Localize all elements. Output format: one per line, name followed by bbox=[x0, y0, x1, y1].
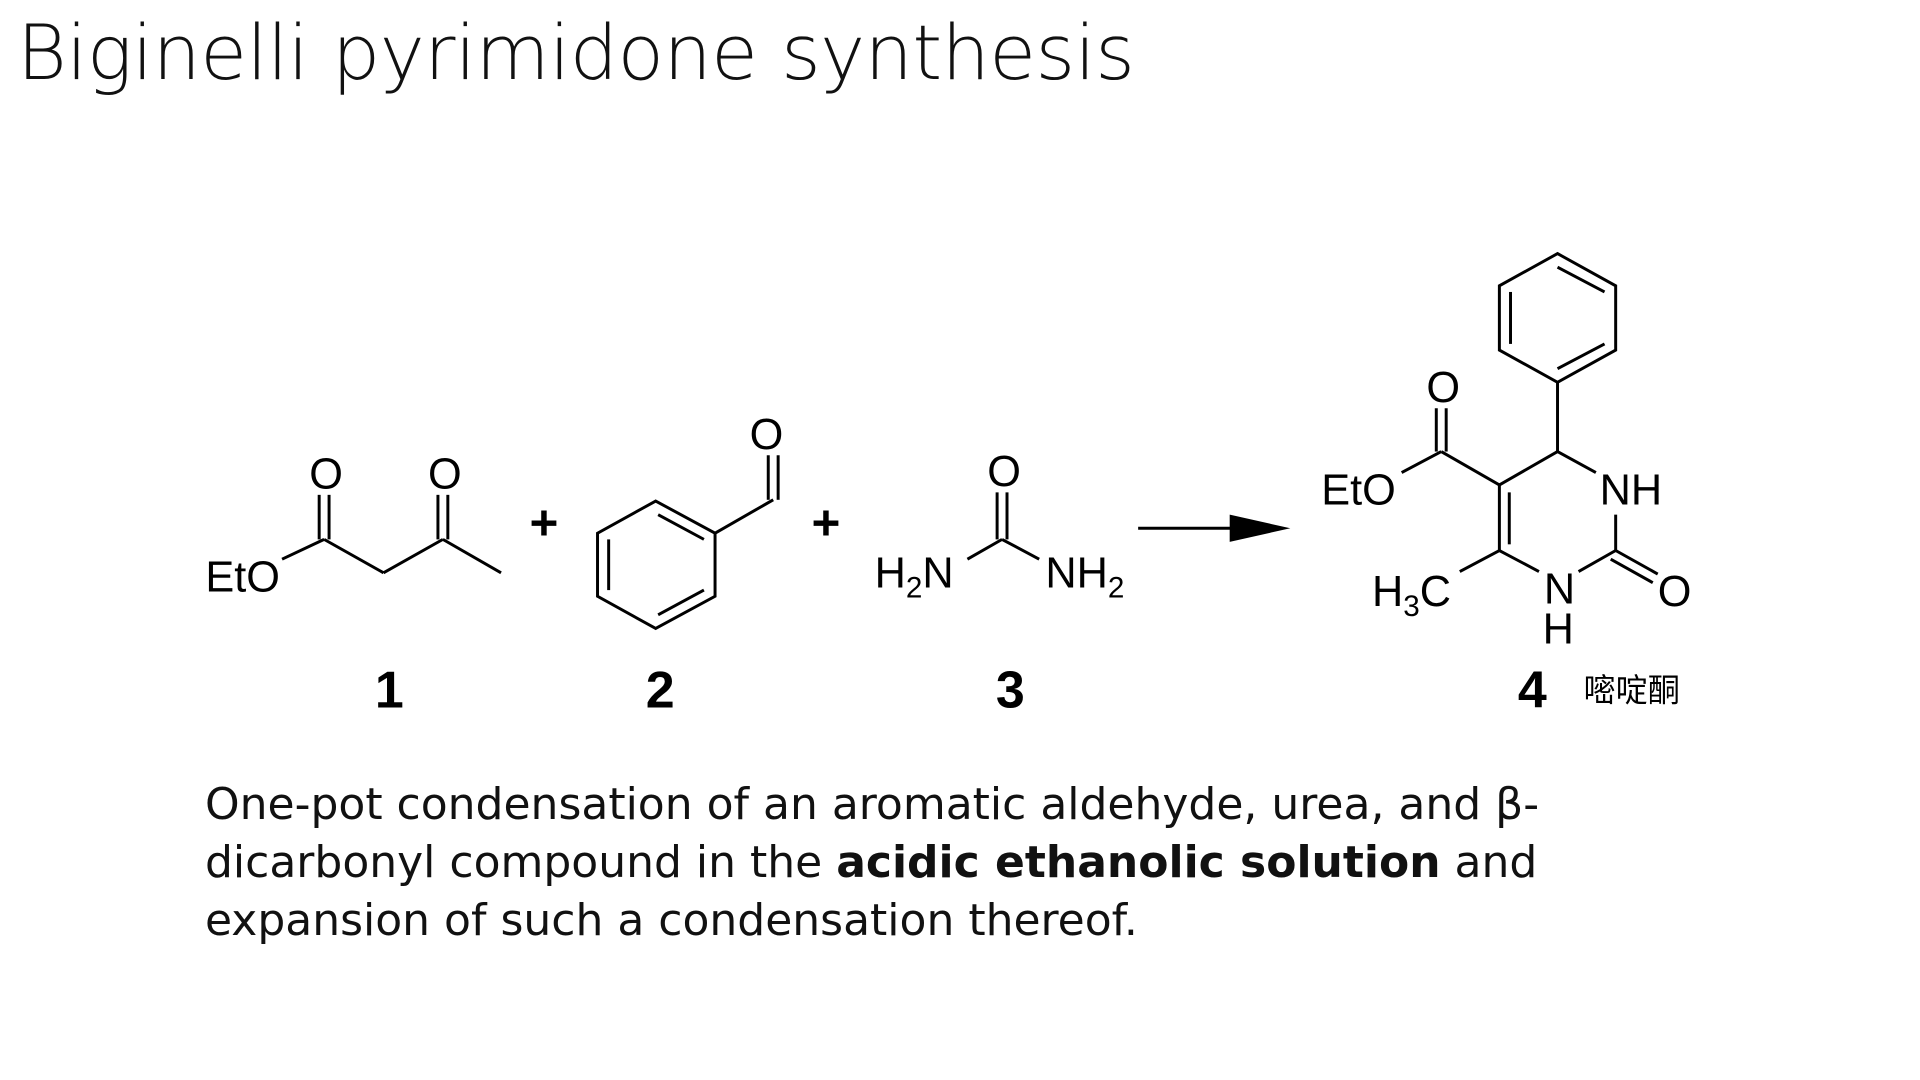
h-label: H bbox=[1543, 605, 1574, 653]
compound-1-ethyl-acetoacetate: EtO O O 1 bbox=[205, 451, 502, 720]
eto-label: EtO bbox=[205, 553, 280, 601]
plus-sign: + bbox=[529, 495, 558, 550]
plus-sign: + bbox=[812, 495, 841, 550]
reaction-arrow bbox=[1138, 514, 1291, 542]
h3c-label: H3C bbox=[1372, 568, 1451, 623]
nh2-label: NH2 bbox=[1045, 550, 1124, 605]
nh-label: NH bbox=[1600, 467, 1663, 515]
description-paragraph: One-pot condensation of an aromatic alde… bbox=[205, 776, 1765, 950]
n-label: N bbox=[1544, 566, 1575, 614]
oxygen-label: O bbox=[750, 411, 784, 459]
oxygen-label: O bbox=[309, 451, 343, 499]
oxygen-label: O bbox=[1426, 364, 1460, 412]
slide-title: Biginelli pyrimidone synthesis bbox=[17, 8, 1135, 97]
oxygen-label: O bbox=[987, 448, 1021, 496]
eto-label: EtO bbox=[1321, 467, 1396, 515]
compound-2-benzaldehyde: O 2 bbox=[596, 411, 784, 720]
compound-number-2: 2 bbox=[646, 662, 675, 720]
compound-3-urea: O H2N NH2 3 bbox=[875, 448, 1125, 719]
description-text: One-pot condensation of an aromatic alde… bbox=[205, 779, 1540, 888]
oxygen-label: O bbox=[1658, 568, 1692, 616]
compound-number-3: 3 bbox=[996, 662, 1025, 720]
description-text: and expansion of such a condensation the… bbox=[205, 837, 1538, 946]
description-bold-text: acidic ethanolic solution bbox=[836, 837, 1441, 888]
compound-number-4: 4 bbox=[1518, 662, 1547, 720]
oxygen-label: O bbox=[428, 451, 462, 499]
h2n-label: H2N bbox=[875, 550, 954, 605]
chinese-name-label: 嘧啶酮 bbox=[1584, 671, 1680, 709]
compound-4-dihydropyrimidinone: O EtO NH O N H H3C 4 嘧啶酮 bbox=[1321, 251, 1692, 720]
compound-number-1: 1 bbox=[375, 662, 404, 720]
